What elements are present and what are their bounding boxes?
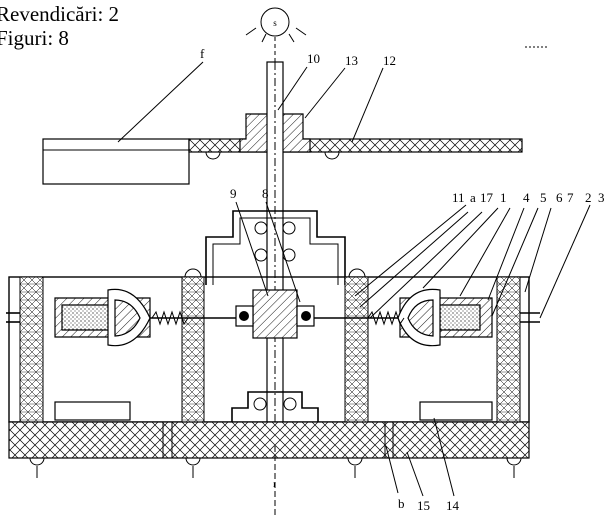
flag-plate-f <box>42 138 190 185</box>
bearing-housing-upper <box>205 210 346 285</box>
center-carriage <box>235 289 315 339</box>
document-header: Revendicări: 2 Figuri: 8 <box>0 2 119 50</box>
bearing-lower <box>231 391 319 422</box>
label-f: f <box>200 46 205 61</box>
base-plate <box>8 421 530 459</box>
leader-lines <box>117 61 591 497</box>
label-17: 17 <box>480 190 494 205</box>
label-14: 14 <box>446 498 460 513</box>
right-spring <box>367 310 405 326</box>
svg-text:ı: ı <box>273 479 276 489</box>
label-2: 2 <box>585 190 592 205</box>
column-left <box>19 276 44 423</box>
label-11: 11 <box>452 190 465 205</box>
label-10: 10 <box>307 51 320 66</box>
label-a: a <box>470 190 476 205</box>
label-b: b <box>398 496 405 511</box>
label-6: 6 <box>556 190 563 205</box>
sensor-lamp: s <box>245 7 307 43</box>
figures-count: Figuri: 8 <box>0 26 69 50</box>
foot-block-14 <box>419 401 493 421</box>
label-12: 12 <box>383 53 396 68</box>
claims-count: Revendicări: 2 <box>0 2 120 26</box>
label-9: 9 <box>230 186 237 201</box>
column-right <box>496 276 521 423</box>
label-3: 3 <box>598 190 605 205</box>
column-inner-right <box>344 276 369 423</box>
label-7: 7 <box>567 190 574 205</box>
label-4: 4 <box>523 190 530 205</box>
label-15: 15 <box>417 498 430 513</box>
column-inner-left <box>181 276 205 423</box>
foot-block-left <box>54 401 131 421</box>
right-actuator <box>314 288 540 347</box>
left-actuator <box>6 288 238 347</box>
label-1: 1 <box>500 190 507 205</box>
sensor-label: s <box>273 18 277 28</box>
label-13: 13 <box>345 53 358 68</box>
label-8: 8 <box>262 186 269 201</box>
rotating-disk <box>188 138 523 153</box>
left-spring <box>151 310 189 326</box>
label-5: 5 <box>540 190 547 205</box>
